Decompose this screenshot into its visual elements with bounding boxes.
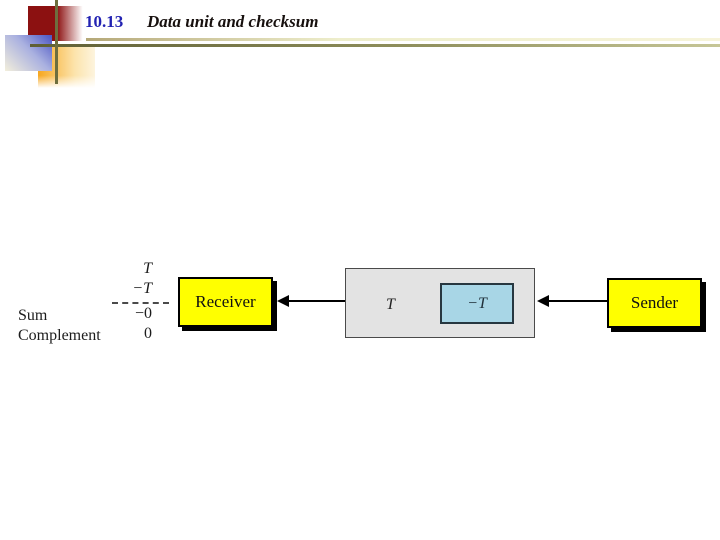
complement-label: Complement bbox=[18, 327, 101, 344]
sender-label: Sender bbox=[630, 293, 679, 312]
figure-number: 10.13 bbox=[85, 12, 124, 31]
arrow-data-unit-to-receiver bbox=[288, 300, 347, 302]
sender-box: Sender bbox=[607, 278, 702, 328]
calc-row-t: T bbox=[143, 260, 152, 277]
data-unit-arrowhead-icon bbox=[537, 295, 549, 307]
accent-vertical-line bbox=[55, 0, 58, 84]
data-unit-box: T −T bbox=[345, 268, 535, 338]
figure-caption: Data unit and checksum bbox=[147, 12, 319, 31]
calc-row-minus-t: −T bbox=[132, 280, 152, 297]
receiver-label: Receiver bbox=[195, 292, 256, 311]
accent-horizontal-line-top bbox=[86, 38, 720, 41]
calc-row-zero: 0 bbox=[144, 325, 152, 342]
decor-blue-square bbox=[5, 35, 52, 71]
decor-red-fade-square bbox=[57, 6, 84, 41]
receiver-box: Receiver bbox=[178, 277, 273, 327]
accent-horizontal-line-bottom bbox=[30, 44, 720, 47]
arrow-sender-to-data-unit bbox=[548, 300, 608, 302]
checksum-label: −T bbox=[467, 294, 487, 312]
checksum-box: −T bbox=[440, 283, 514, 324]
data-unit-label: T bbox=[386, 296, 395, 313]
sum-label: Sum bbox=[18, 307, 48, 324]
calc-row-minus-zero: −0 bbox=[134, 305, 152, 322]
calc-sum-divider bbox=[112, 302, 169, 304]
receiver-arrowhead-icon bbox=[277, 295, 289, 307]
